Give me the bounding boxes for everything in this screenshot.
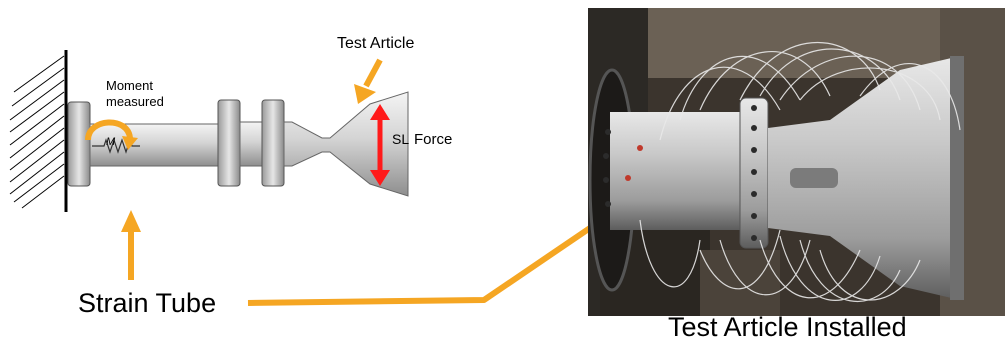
test-article-installed-label: Test Article Installed (668, 312, 907, 342)
fixed-wall (9, 50, 68, 212)
flange-1 (217, 99, 241, 187)
moment-symbol-label: M (106, 136, 116, 148)
force-label: Force (414, 131, 453, 148)
strain-tube (89, 123, 221, 167)
sl-label: SL (392, 131, 410, 147)
moment-measured-label: Moment measured (106, 78, 164, 110)
flange-2 (261, 99, 285, 187)
installed-photo (588, 8, 1005, 316)
wall-flange (67, 101, 91, 187)
moment-arrow-icon (85, 119, 138, 150)
nozzle (283, 91, 409, 197)
test-article-pointer-icon (354, 58, 383, 104)
strain-tube-pointer-icon (121, 210, 141, 280)
strain-tube-label: Strain Tube (78, 288, 217, 318)
schematic (9, 50, 662, 306)
force-arrow-icon (370, 104, 390, 186)
moment-label-line2: measured (106, 94, 164, 109)
coupler (239, 121, 263, 167)
test-article-label: Test Article (337, 35, 415, 52)
moment-label-line1: Moment (106, 78, 153, 93)
